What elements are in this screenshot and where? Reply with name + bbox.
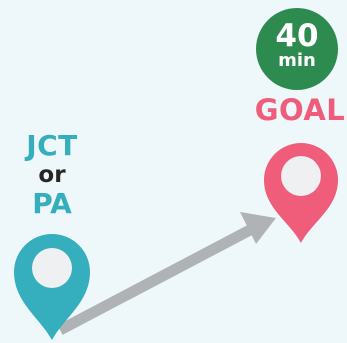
start-label-jct: JCT — [26, 129, 78, 162]
travel-time-unit: min — [278, 50, 316, 71]
route-arrow-icon — [57, 212, 276, 335]
start-label-pa: PA — [32, 187, 72, 220]
goal-map-pin-icon — [264, 143, 338, 243]
goal-label: GOAL — [254, 93, 346, 127]
travel-time-value: 40 — [275, 18, 319, 54]
travel-time-badge: 40 min — [256, 8, 338, 90]
start-label-or: or — [38, 162, 66, 188]
start-map-pin-icon — [14, 234, 90, 340]
start-label: JCT or PA — [20, 132, 84, 218]
